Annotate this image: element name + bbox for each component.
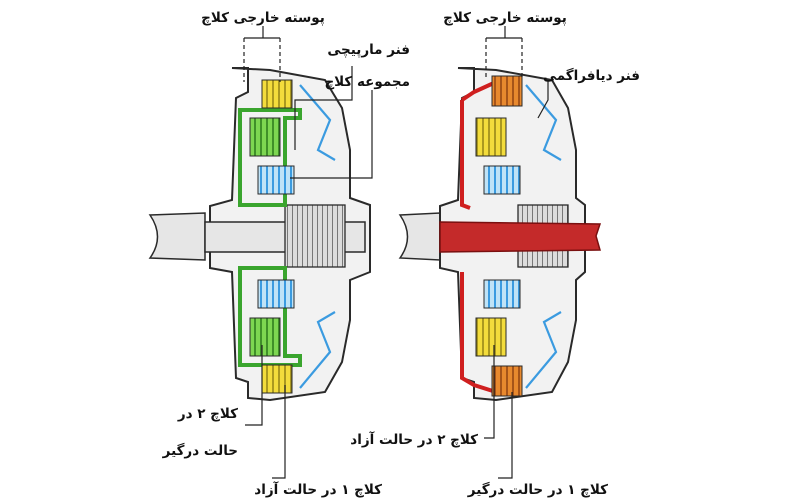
right-diaphragm-bottom (525, 311, 562, 389)
left-labels: پوسته خارجی کلاچ فنر مارپیچی مجموعه کلاچ… (162, 10, 410, 498)
right-clutch-drawing (398, 67, 602, 402)
right-clutch1-engaged-label: کلاچ ۱ در حالت درگیر (467, 481, 608, 498)
right-red-power-path (460, 80, 497, 394)
left-clutch2-plates-bottom (249, 317, 281, 357)
right-input-shaft-stub (398, 212, 441, 261)
left-clutch1-plates-bottom (261, 364, 293, 394)
right-clutch2-free-label: کلاچ ۲ در حالت آزاد (350, 431, 478, 448)
left-input-shaft-stub (148, 212, 206, 261)
left-green-frame-top (238, 108, 302, 207)
left-clutch1-plates-top (261, 79, 293, 109)
right-clutch2-plates-bottom (475, 317, 507, 357)
left-clutch-assembly-label: مجموعه کلاچ (324, 74, 410, 90)
right-red-shaft (439, 221, 602, 253)
right-outer-housing-label: پوسته خارجی کلاچ (443, 10, 567, 26)
right-labels: پوسته خارجی کلاچ فنر دیافراگمی کلاچ ۲ در… (350, 10, 640, 498)
left-coil-spring-label: فنر مارپیچی (327, 42, 410, 58)
left-clutch2-label-line1: کلاچ ۲ در (177, 406, 238, 422)
left-clutch2-label-line2: حالت درگیر (162, 442, 238, 459)
left-clutch-drawing (148, 67, 371, 402)
right-coil-spring-bottom (483, 279, 521, 309)
left-leader-lines (243, 26, 373, 479)
right-diaphragm-spring-label: فنر دیافراگمی (543, 67, 640, 84)
right-clutch2-plates-top (475, 117, 507, 157)
left-diaphragm-bottom (299, 311, 336, 389)
right-diaphragm-top (525, 84, 562, 161)
left-clutch2-plates-top (249, 117, 281, 157)
left-clutch1-free-label: کلاچ ۱ در حالت آزاد (254, 481, 382, 498)
left-spline-hub (284, 204, 346, 268)
left-coil-spring-top (257, 165, 295, 195)
left-diaphragm-top (299, 84, 336, 161)
left-coil-spring-bottom (257, 279, 295, 309)
left-outer-housing-label: پوسته خارجی کلاچ (201, 10, 325, 26)
right-coil-spring-top (483, 165, 521, 195)
right-leader-lines (484, 26, 549, 479)
left-green-frame-bottom (238, 266, 302, 367)
right-clutch1-plates-bottom (491, 365, 523, 397)
right-clutch1-plates-top (491, 75, 523, 107)
